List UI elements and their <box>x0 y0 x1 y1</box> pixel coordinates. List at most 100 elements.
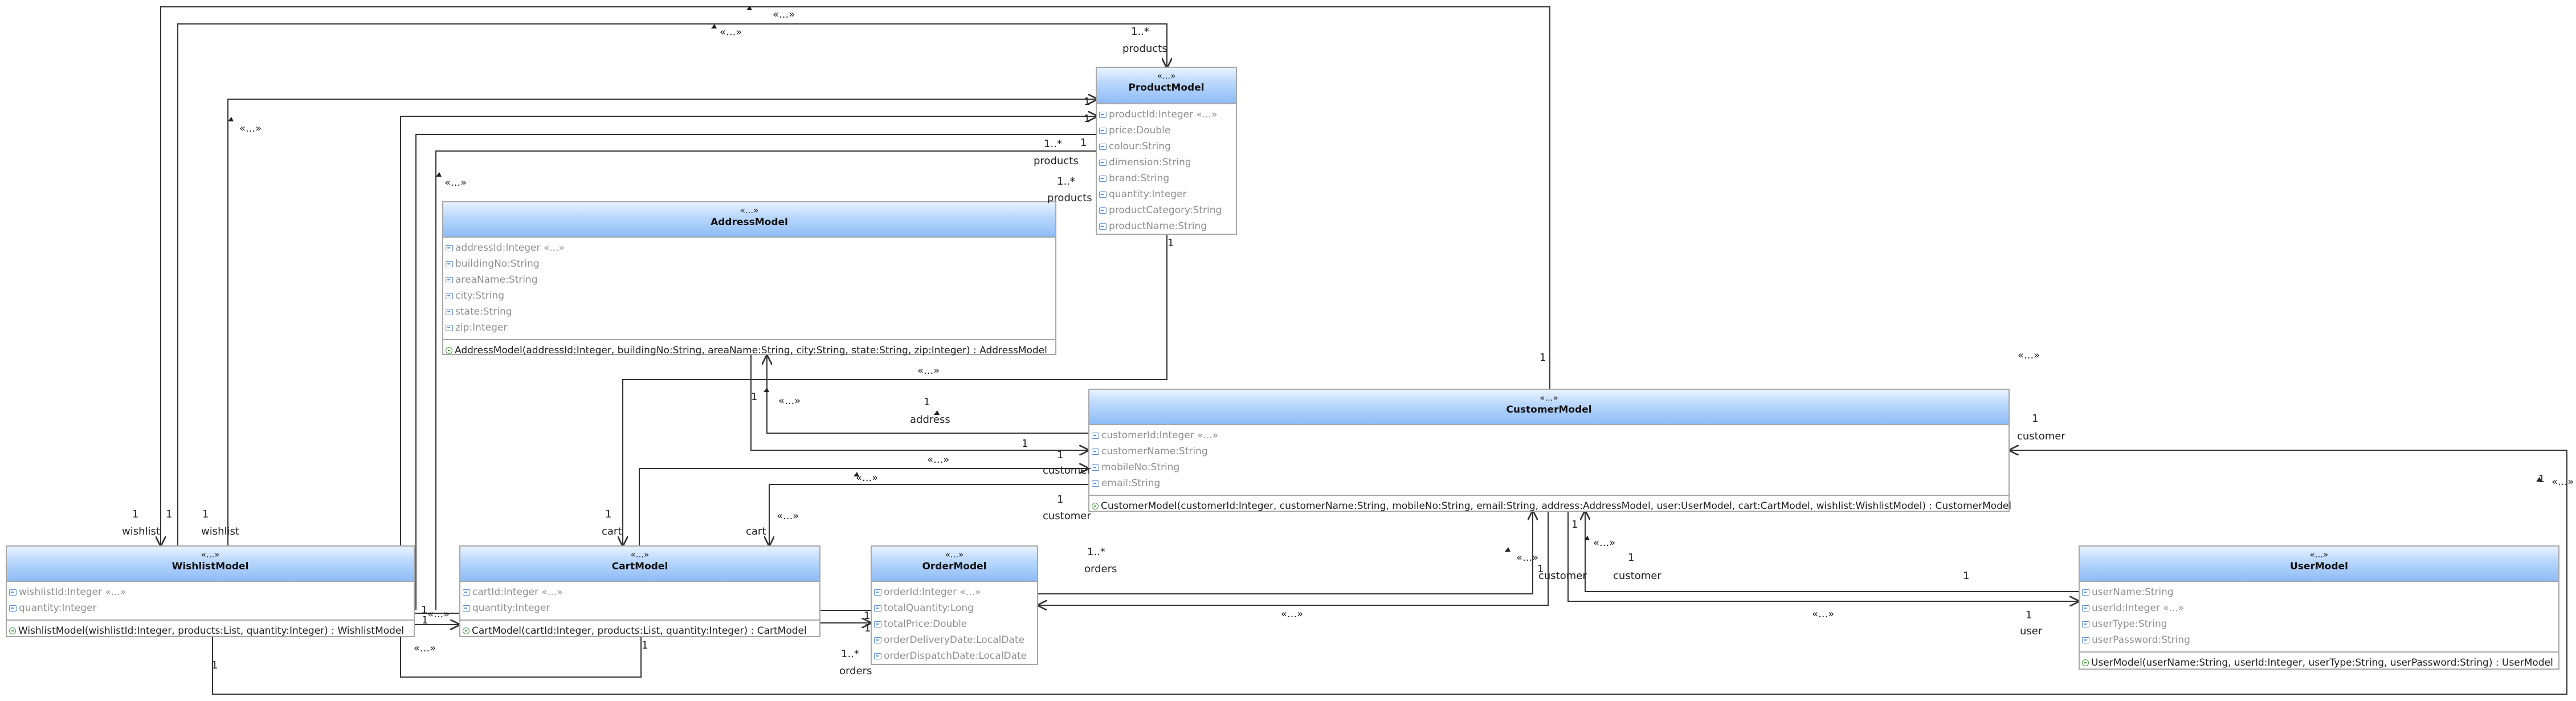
role-label: products <box>1034 155 1079 167</box>
role-label: products <box>1122 43 1167 55</box>
assoc-wishlist-customer <box>212 450 2567 695</box>
class-address-model[interactable]: «...» AddressModel addressId:Integer «..… <box>442 201 1056 358</box>
role-label: wishlist <box>201 525 239 537</box>
class-name: CustomerModel <box>1506 404 1592 415</box>
field-icon <box>874 605 881 612</box>
attribute: totalPrice:Double <box>874 616 1037 632</box>
class-product-model[interactable]: «...» ProductModel productId:Integer «..… <box>1096 67 1237 235</box>
role-label: cart <box>746 525 766 537</box>
multiplicity-label: 1 <box>1057 494 1064 506</box>
multiplicity-label: 1 <box>1537 563 1544 575</box>
multiplicity-label: 1 <box>2032 413 2039 425</box>
attribute: productId:Integer «...» <box>1099 107 1236 123</box>
multiplicity-label: 1..* <box>1087 546 1105 558</box>
attribute: userPassword:String <box>2082 632 2558 648</box>
class-order-model[interactable]: «...» OrderModel orderId:Integer «...» t… <box>871 545 1038 665</box>
operation-list: UserModel(userName:String, userId:Intege… <box>2080 653 2558 673</box>
field-icon <box>1099 160 1107 166</box>
attribute: userName:String <box>2082 584 2558 600</box>
assoc-order-customer <box>1038 511 1533 594</box>
field-icon <box>446 277 453 283</box>
attribute: userType:String <box>2082 616 2558 632</box>
multiplicity-label: 1 <box>1167 237 1174 249</box>
multiplicity-label: 1..* <box>841 648 859 660</box>
class-user-model[interactable]: «...» UserModel userName:String userId:I… <box>2079 545 2559 670</box>
class-wishlist-model[interactable]: «...» WishlistModel wishlistId:Integer «… <box>6 545 415 637</box>
stereotype-label: «...» <box>1812 608 1835 620</box>
method-icon <box>1092 503 1099 510</box>
class-header: «...» UserModel <box>2080 547 2558 582</box>
assoc-customer-address <box>767 356 1088 434</box>
field-icon <box>463 589 470 596</box>
field-icon <box>2082 605 2089 612</box>
attribute: mobileNo:String <box>1092 459 2008 475</box>
attribute: zip:Integer <box>446 320 1055 336</box>
field-icon <box>874 589 881 596</box>
role-label: customer <box>2017 430 2065 442</box>
class-header: «...» WishlistModel <box>7 547 414 582</box>
attribute: wishlistId:Integer «...» <box>9 584 414 600</box>
class-header: «...» OrderModel <box>872 547 1037 582</box>
field-icon <box>874 653 881 659</box>
stereotype: «...» <box>1540 393 1558 403</box>
attribute: cartId:Integer «...» <box>463 584 819 600</box>
stereotype-label: «...» <box>414 642 436 654</box>
field-icon <box>1092 464 1099 471</box>
multiplicity-label: 1 <box>1057 449 1064 461</box>
assoc-customer-order <box>1038 511 1549 605</box>
operation: AddressModel(addressId:Integer, building… <box>446 343 1055 358</box>
attribute: city:String <box>446 288 1055 304</box>
attribute: orderId:Integer «...» <box>874 584 1037 600</box>
assoc-wishlist-product-a <box>227 99 1097 545</box>
field-icon <box>9 589 17 596</box>
attribute: addressId:Integer «...» <box>446 240 1055 256</box>
method-icon <box>463 627 470 634</box>
stereotype: «...» <box>740 205 759 215</box>
attribute: orderDeliveryDate:LocalDate <box>874 632 1037 648</box>
operation-list: CustomerModel(customerId:Integer, custom… <box>1089 496 2011 516</box>
attribute: quantity:Integer <box>1099 186 1236 202</box>
attribute: quantity:Integer <box>9 600 414 616</box>
operation: UserModel(userName:String, userId:Intege… <box>2082 655 2558 671</box>
stereotype-label: «...» <box>2018 349 2040 361</box>
field-icon <box>463 605 470 612</box>
field-icon <box>2082 637 2089 643</box>
multiplicity-label: 1 <box>166 508 173 520</box>
field-icon <box>1099 128 1107 134</box>
multiplicity-label: 1 <box>1540 352 1546 364</box>
stereotype-label: «...» <box>773 9 795 21</box>
assoc-customer-cart <box>769 484 1088 545</box>
attribute: dimension:String <box>1099 154 1236 170</box>
field-icon <box>446 245 453 251</box>
role-label: wishlist <box>122 525 160 537</box>
field-icon <box>446 325 453 331</box>
stereotype-label: «...» <box>778 395 801 407</box>
multiplicity-label: 1 <box>421 604 428 616</box>
stereotype: «...» <box>630 549 650 560</box>
attribute: productName:String <box>1099 218 1236 234</box>
multiplicity-label: 1 <box>1084 96 1091 108</box>
stereotype-label: «...» <box>427 608 450 620</box>
attribute: userId:Integer «...» <box>2082 600 2558 616</box>
class-customer-model[interactable]: «...» CustomerModel customerId:Integer «… <box>1088 389 2011 512</box>
assoc-product-cart <box>623 234 1167 545</box>
field-icon <box>1092 433 1099 439</box>
stereotype: «...» <box>945 549 964 560</box>
multiplicity-label: 1 <box>642 639 648 651</box>
attribute: buildingNo:String <box>446 256 1055 272</box>
multiplicity-label: 1 <box>2026 609 2032 621</box>
field-icon <box>1099 112 1107 118</box>
role-label: customer <box>1043 510 1091 522</box>
multiplicity-label: 1 <box>2538 473 2545 485</box>
assoc-address-customer <box>750 354 1088 450</box>
stereotype-label: «...» <box>444 177 467 189</box>
role-label: customer <box>1538 570 1587 582</box>
attribute: quantity:Integer <box>463 600 819 616</box>
role-label: user <box>2020 625 2043 637</box>
stereotype: «...» <box>201 549 220 560</box>
class-name: ProductModel <box>1128 82 1205 93</box>
class-cart-model[interactable]: «...» CartModel cartId:Integer «...» qua… <box>459 545 820 637</box>
attribute-list: productId:Integer «...» price:Double col… <box>1097 104 1236 238</box>
field-icon <box>446 261 453 267</box>
